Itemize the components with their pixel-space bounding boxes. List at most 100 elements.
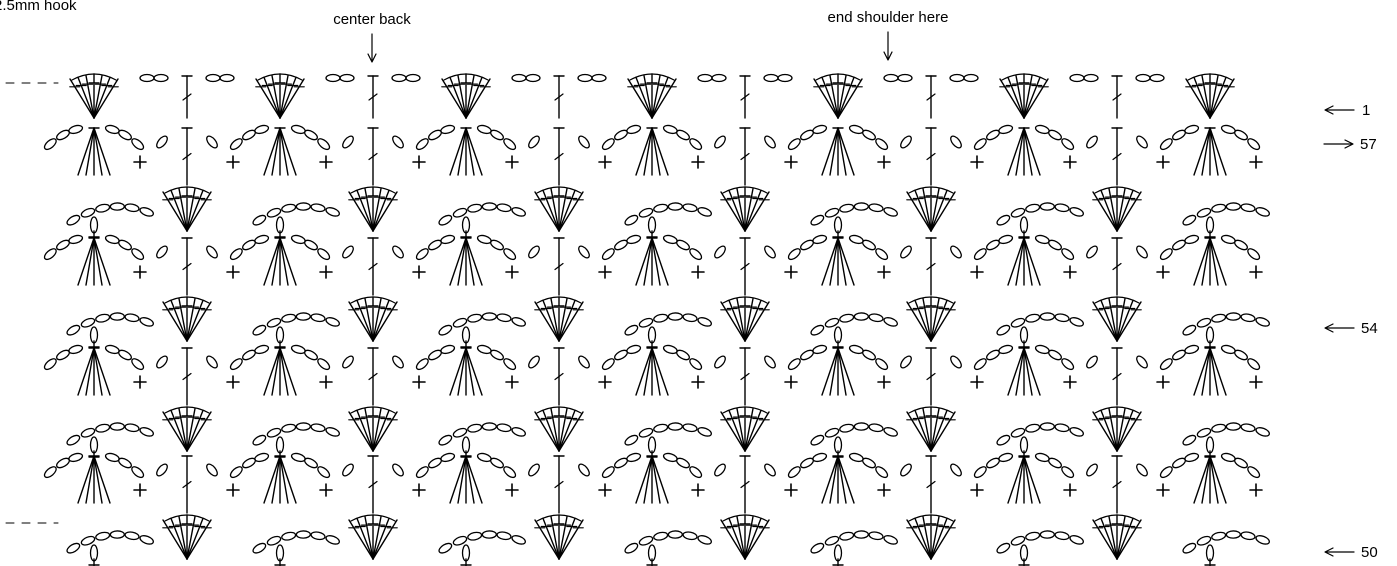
slip-join — [89, 545, 99, 566]
lower-chain-arc — [251, 313, 340, 337]
lower-chain-arc — [995, 313, 1084, 337]
chain-arc — [1221, 234, 1262, 261]
top-chain-pair — [512, 75, 540, 82]
top-fan — [1000, 74, 1048, 118]
lower-fan — [349, 187, 397, 231]
top-bar — [554, 76, 564, 118]
chain-arc — [43, 344, 84, 371]
sc-plus — [971, 376, 983, 388]
sc-plus — [413, 484, 425, 496]
upper-fan — [78, 348, 110, 395]
upper-fan — [1008, 238, 1040, 285]
lower-chain-arc — [251, 531, 340, 555]
chain-arc — [477, 452, 518, 479]
sc-plus — [1064, 266, 1076, 278]
sc-plus — [785, 156, 797, 168]
long-bar — [182, 238, 192, 295]
sc-plus — [413, 376, 425, 388]
lower-fan — [907, 515, 955, 559]
upper-fan — [822, 128, 854, 175]
upper-fan — [1194, 238, 1226, 285]
upper-fan — [78, 456, 110, 503]
slip-join — [1019, 545, 1029, 566]
top-fan — [442, 74, 490, 118]
sc-plus — [599, 266, 611, 278]
lower-fan — [349, 407, 397, 451]
sc-plus — [878, 156, 890, 168]
sc-plus — [506, 266, 518, 278]
sc-plus — [878, 376, 890, 388]
chain-arc — [973, 234, 1014, 261]
lower-chain-arc — [437, 423, 526, 447]
upper-fan — [78, 238, 110, 285]
chain-arc — [663, 124, 704, 151]
top-fan — [1186, 74, 1234, 118]
long-bar — [740, 128, 750, 185]
chain-arc — [105, 344, 146, 371]
stitch-grid — [43, 74, 1271, 566]
lower-chain-arc — [623, 531, 712, 555]
sc-plus — [413, 156, 425, 168]
upper-fan — [636, 128, 668, 175]
top-bar — [368, 76, 378, 118]
sc-plus — [971, 156, 983, 168]
upper-fan — [1194, 456, 1226, 503]
top-chain-pair — [140, 75, 168, 82]
lower-chain-arc — [65, 313, 154, 337]
top-fan — [628, 74, 676, 118]
chain-arc — [849, 124, 890, 151]
sc-plus — [320, 484, 332, 496]
lower-fan — [349, 515, 397, 559]
long-bar — [182, 128, 192, 185]
upper-fan — [264, 238, 296, 285]
lower-fan — [535, 187, 583, 231]
upper-fan — [1008, 348, 1040, 395]
long-bar — [182, 348, 192, 405]
lower-fan — [163, 297, 211, 341]
chain-arc — [1159, 234, 1200, 261]
row-marker-57: 57 — [1324, 136, 1377, 153]
top-bar — [1112, 76, 1122, 118]
row-marker-50-label: 50 — [1361, 544, 1378, 561]
end-shoulder-label: end shoulder here — [828, 9, 949, 26]
sc-plus — [692, 484, 704, 496]
top-fan — [814, 74, 862, 118]
sc-plus — [1250, 156, 1262, 168]
lower-chain-arc — [623, 203, 712, 227]
lower-fan — [1093, 297, 1141, 341]
sc-plus — [320, 266, 332, 278]
long-bar — [368, 456, 378, 513]
lower-chain-arc — [251, 203, 340, 227]
sc-plus — [599, 484, 611, 496]
top-chain-pair — [326, 75, 354, 82]
sc-plus — [1250, 266, 1262, 278]
lower-chain-arc — [65, 531, 154, 555]
lower-fan — [721, 407, 769, 451]
upper-fan — [264, 348, 296, 395]
row-marker-1: 1 — [1325, 102, 1370, 119]
upper-fan — [450, 238, 482, 285]
sc-plus — [878, 266, 890, 278]
chain-arc — [849, 234, 890, 261]
lower-chain-arc — [995, 531, 1084, 555]
chain-arc — [105, 234, 146, 261]
lower-chain-arc — [995, 203, 1084, 227]
chain-arc — [291, 234, 332, 261]
lower-fan — [535, 297, 583, 341]
top-chain-pair — [764, 75, 792, 82]
chain-arc — [477, 344, 518, 371]
chain-arc — [1035, 234, 1076, 261]
sc-plus — [971, 484, 983, 496]
chain-arc — [229, 452, 270, 479]
sc-plus — [1157, 156, 1169, 168]
slip-join — [647, 545, 657, 566]
sc-plus — [134, 156, 146, 168]
sc-plus — [971, 266, 983, 278]
sc-plus — [506, 484, 518, 496]
chain-arc — [43, 124, 84, 151]
lower-chain-arc — [623, 423, 712, 447]
upper-fan — [264, 456, 296, 503]
slip-join — [833, 545, 843, 566]
chain-arc — [291, 344, 332, 371]
